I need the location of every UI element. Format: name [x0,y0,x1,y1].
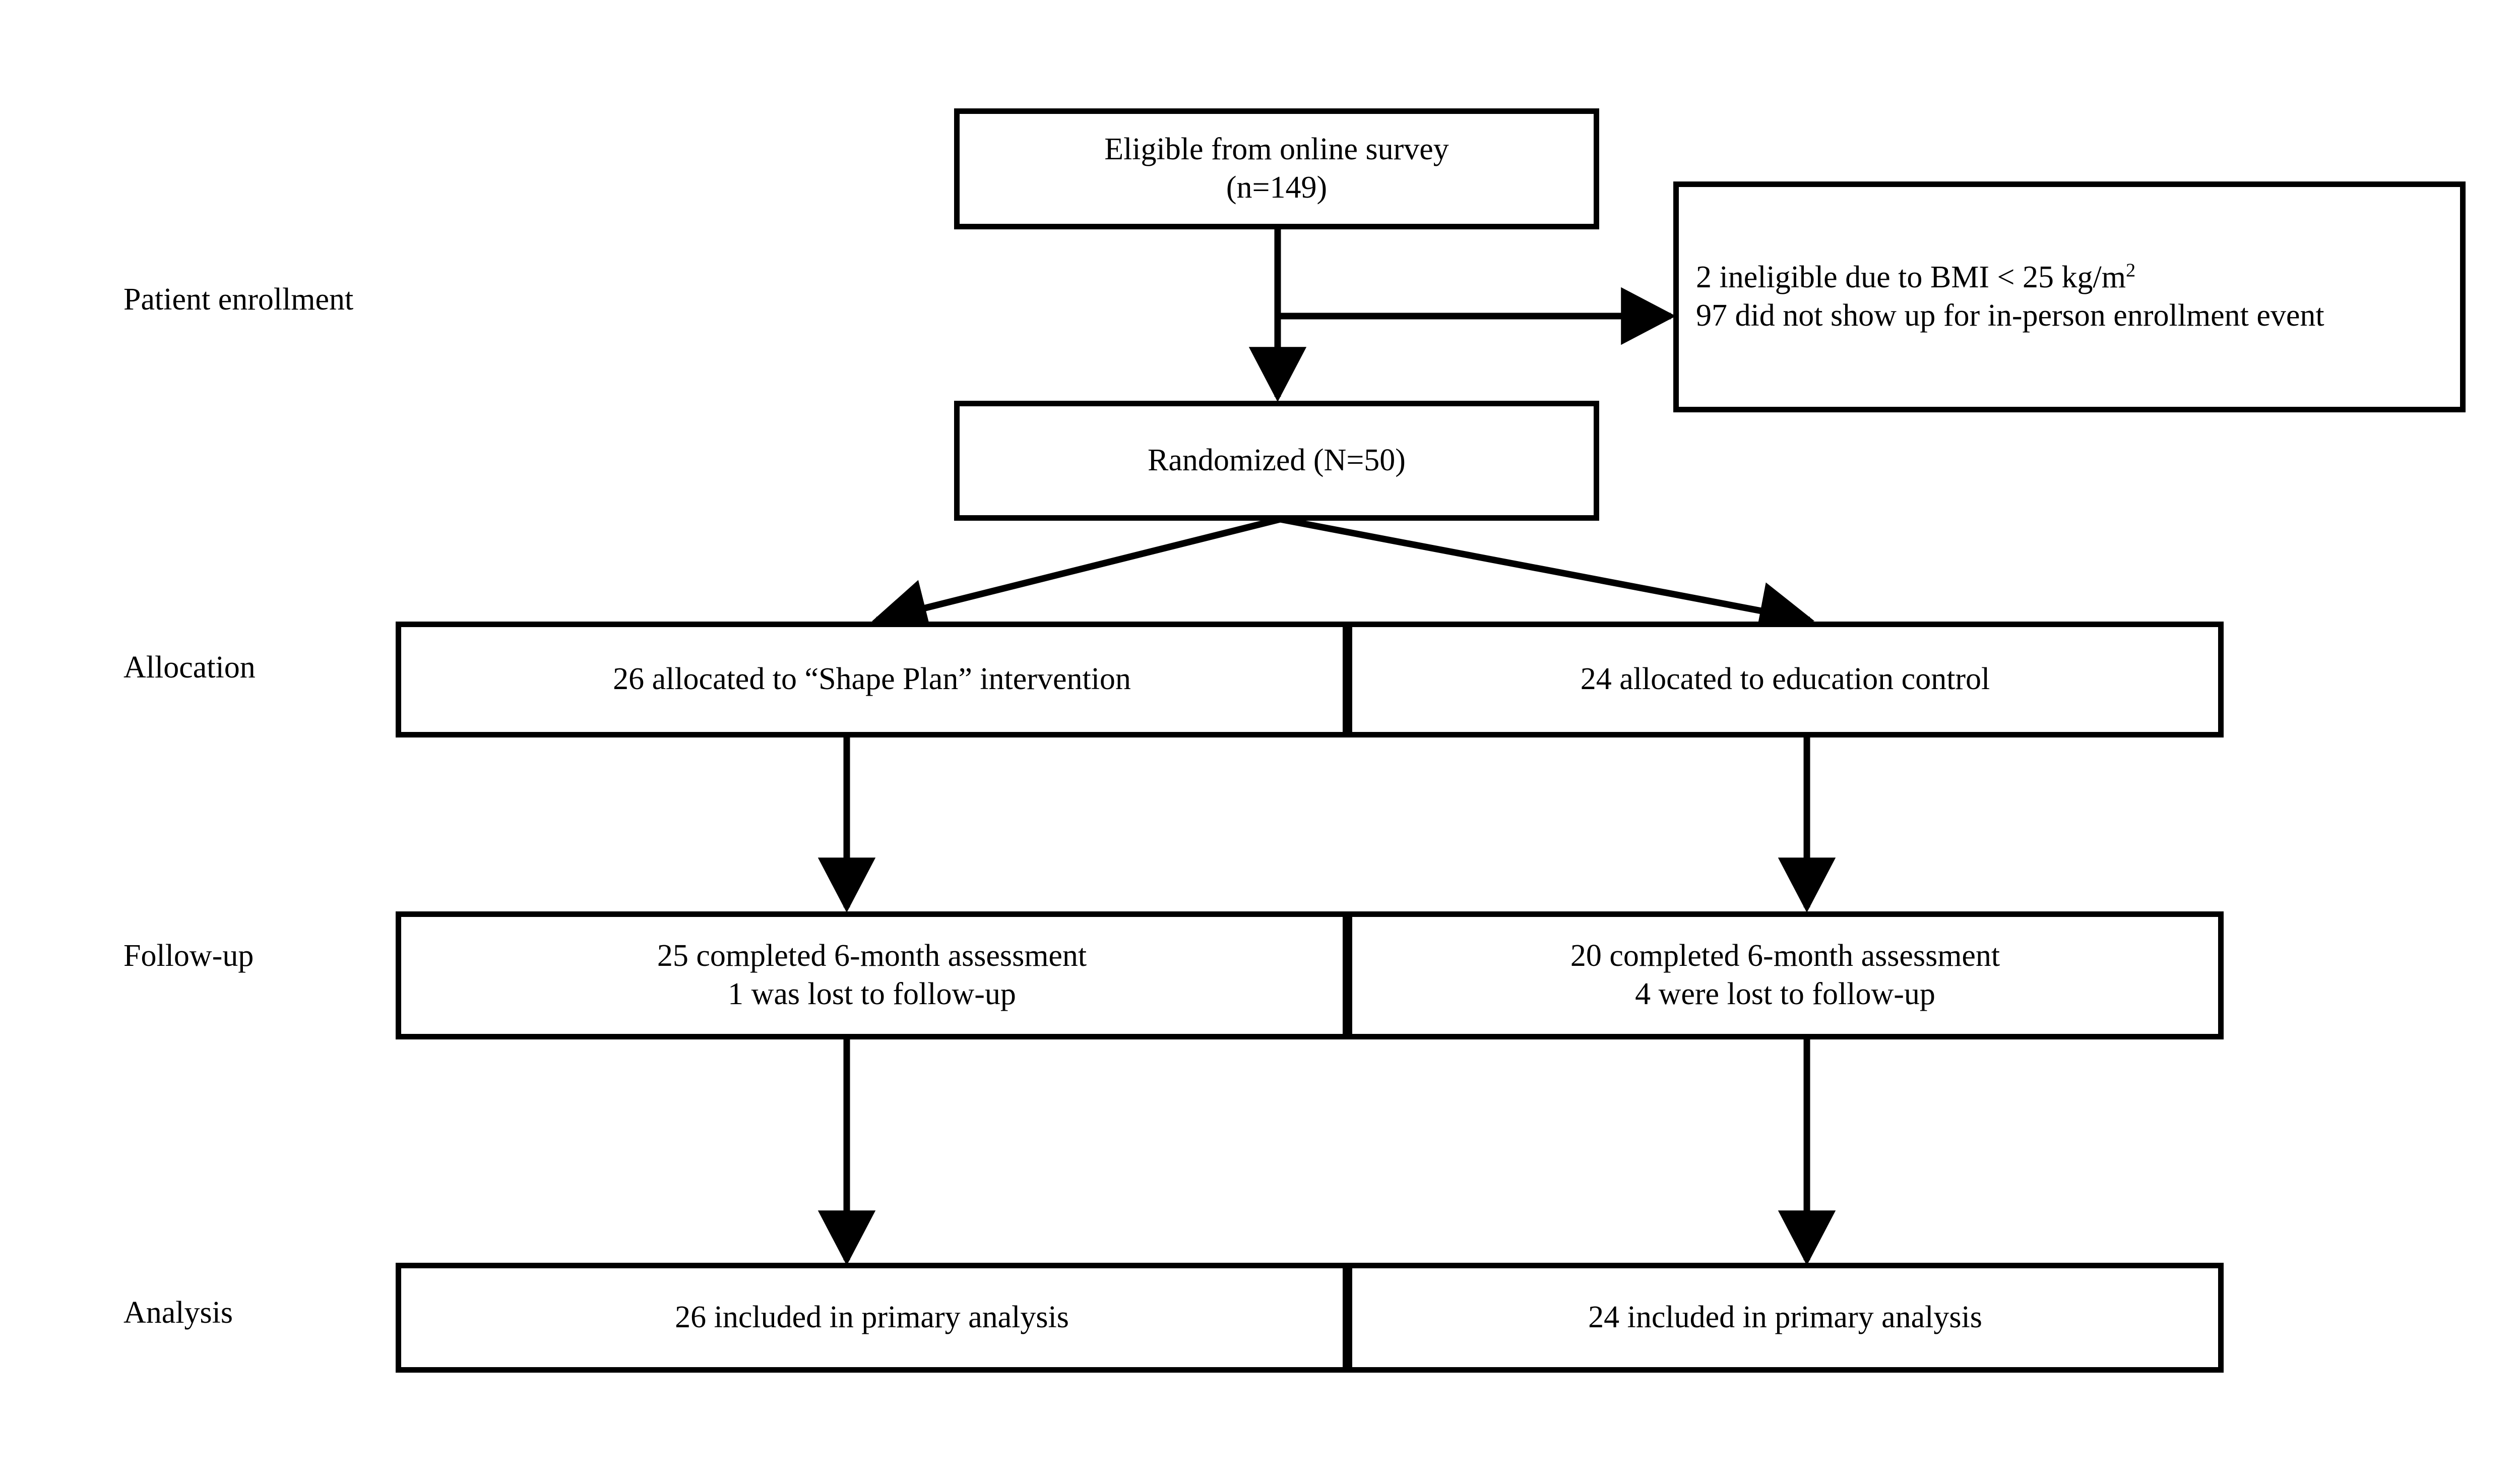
stage-label-analysis: Analysis [123,1296,233,1330]
box-followup-intervention-line-1: 25 completed 6-month assessment [657,939,1087,973]
box-analysis-control-line-1: 24 included in primary analysis [1588,1300,1982,1335]
box-followup-control-line-2: 4 were lost to follow-up [1635,977,1935,1011]
box-eligible-line-2: (n=149) [1226,170,1328,205]
box-allocation-intervention: 26 allocated to “Shape Plan” interventio… [396,622,1348,737]
box-exclusions-superscript: 2 [2125,260,2136,281]
box-analysis-intervention-line-1: 26 included in primary analysis [675,1300,1069,1335]
box-randomized-line-1: Randomized (N=50) [1148,443,1406,478]
box-exclusions: 2 ineligible due to BMI < 25 kg/m2 97 di… [1673,181,2466,412]
box-randomized: Randomized (N=50) [954,401,1599,521]
box-followup-control: 20 completed 6-month assessment 4 were l… [1347,911,2224,1039]
box-allocation-control-line-1: 24 allocated to education control [1580,662,1990,697]
box-exclusions-line-1: 2 ineligible due to BMI < 25 kg/m2 [1696,259,2135,297]
box-analysis-control: 24 included in primary analysis [1347,1263,2224,1373]
box-allocation-intervention-line-1: 26 allocated to “Shape Plan” interventio… [613,662,1131,697]
box-followup-intervention-line-2: 1 was lost to follow-up [728,977,1016,1011]
box-eligible-from-online-survey: Eligible from online survey (n=149) [954,108,1599,229]
box-eligible-line-1: Eligible from online survey [1104,132,1449,167]
connector-randomized-to-intervention [871,516,1281,636]
box-followup-intervention: 25 completed 6-month assessment 1 was lo… [396,911,1348,1039]
stage-label-allocation: Allocation [123,650,256,685]
box-exclusions-line-2: 97 did not show up for in-person enrollm… [1696,298,2324,333]
stage-label-patient-enrollment: Patient enrollment [123,282,354,317]
stage-label-follow-up: Follow-up [123,939,254,973]
box-allocation-control: 24 allocated to education control [1347,622,2224,737]
box-analysis-intervention: 26 included in primary analysis [396,1263,1348,1373]
box-exclusions-line-1-text: 2 ineligible due to BMI < 25 kg/m [1696,260,2126,295]
connector-randomized-to-control [1279,516,1815,639]
box-followup-control-line-1: 20 completed 6-month assessment [1570,939,2000,973]
